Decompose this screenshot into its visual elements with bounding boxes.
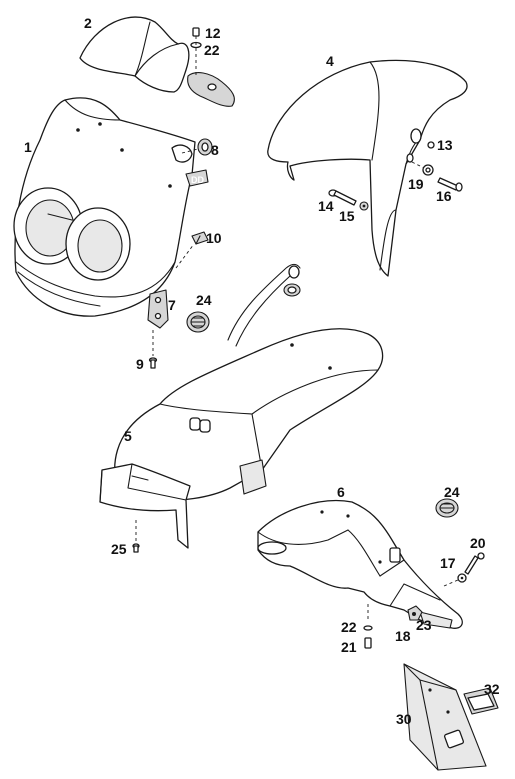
callout-20: 20	[470, 535, 486, 551]
callout-17: 17	[440, 555, 456, 571]
callout-4: 4	[326, 53, 334, 69]
callout-23: 23	[416, 617, 432, 633]
part-2-visor	[79, 16, 190, 93]
callout-18: 18	[395, 628, 411, 644]
callout-10: 10	[206, 230, 222, 246]
callout-5: 5	[124, 428, 132, 444]
wire-tube	[227, 263, 301, 347]
callout-16: 16	[436, 188, 452, 204]
callout-15: 15	[339, 208, 355, 224]
callout-6: 6	[337, 484, 345, 500]
part-7-bracket	[147, 289, 169, 329]
part-10-clip	[175, 231, 209, 269]
callout-12: 12	[205, 25, 221, 41]
callout-2: 2	[84, 15, 92, 31]
fender-hardware-right	[411, 141, 463, 192]
callout-25: 25	[111, 541, 127, 557]
callout-labels: 1 2 4 5 6 7 8 9 10 12 13 14 15 16 17 18 …	[24, 15, 500, 727]
part-30-number-plate	[403, 663, 487, 771]
part-8-grommet	[181, 138, 213, 156]
screw-21-washer-22	[363, 604, 373, 649]
callout-22-lower: 22	[341, 619, 357, 635]
part-5-rear-fender	[99, 328, 384, 549]
washer-17	[443, 573, 467, 587]
nut-18-23	[407, 605, 423, 621]
wire-grommet	[283, 283, 301, 297]
callout-13: 13	[437, 137, 453, 153]
callout-9: 9	[136, 356, 144, 372]
callout-21: 21	[341, 639, 357, 655]
screw-20	[464, 552, 485, 575]
visor-bracket	[187, 72, 235, 107]
part-4-front-fender	[267, 59, 468, 277]
callout-19: 19	[408, 176, 424, 192]
part-32-cover	[463, 687, 499, 715]
callout-1: 1	[24, 139, 32, 155]
part-6-rear-number-plate-holder	[257, 499, 463, 629]
part-9-screw	[148, 330, 158, 369]
callout-30: 30	[396, 711, 412, 727]
callout-22-upper: 22	[204, 42, 220, 58]
callout-24-lower: 24	[444, 484, 460, 500]
callout-32: 32	[484, 681, 500, 697]
part-24-grommet-lower	[435, 498, 459, 518]
part-24-grommet-upper	[186, 311, 210, 333]
visor-screw	[190, 27, 202, 78]
part-25-screw	[132, 520, 140, 553]
callout-24-upper: 24	[196, 292, 212, 308]
part-1-headlight-mask: DD	[13, 97, 209, 317]
fender-screw-14	[328, 189, 357, 206]
callout-14: 14	[318, 198, 334, 214]
callout-7: 7	[168, 297, 176, 313]
svg-text:DD: DD	[191, 175, 204, 185]
fender-washer-15	[359, 201, 369, 211]
callout-8: 8	[211, 142, 219, 158]
